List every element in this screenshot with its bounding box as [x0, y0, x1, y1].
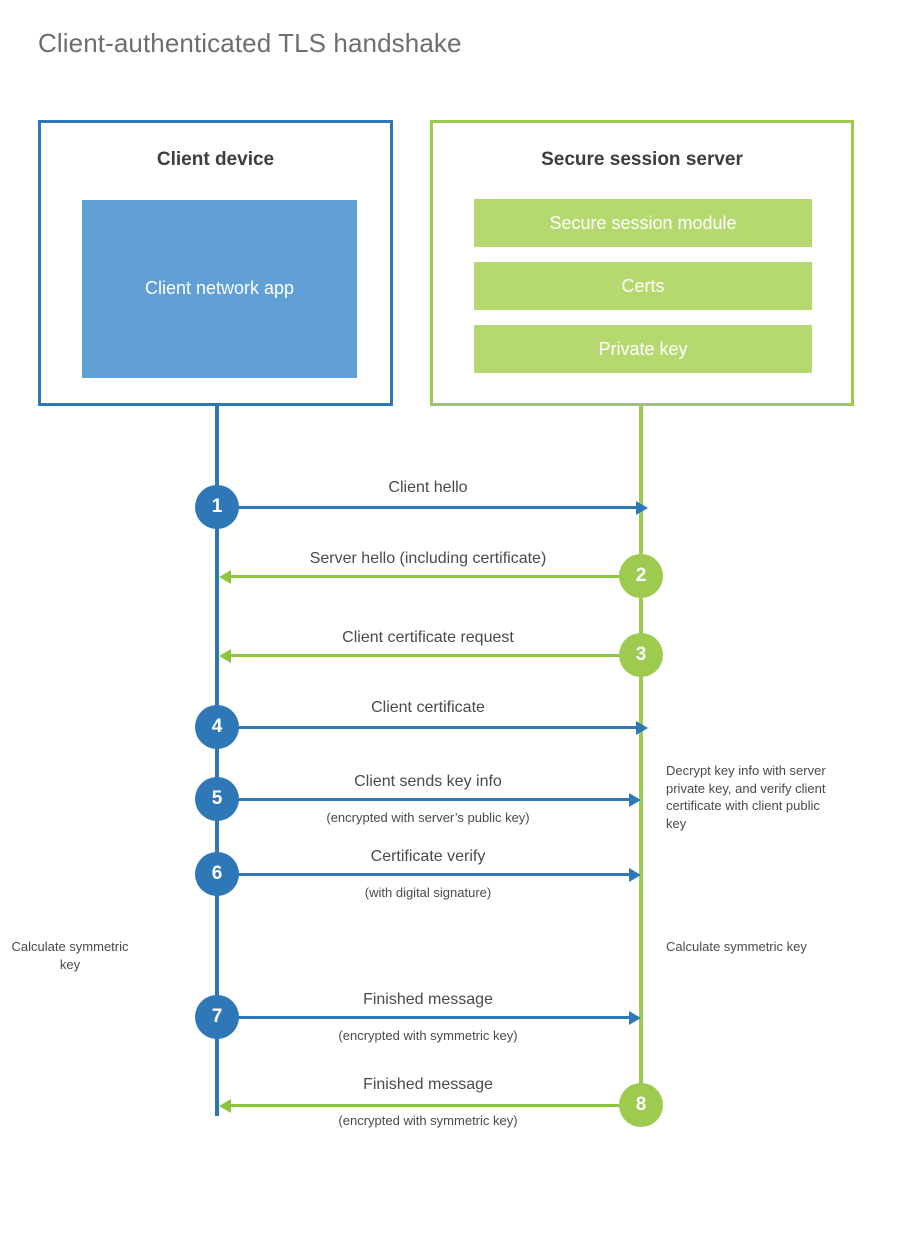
step-8-badge[interactable]: 8	[619, 1083, 663, 1127]
arrowhead-left-icon	[219, 569, 231, 584]
step-7-sublabel: (encrypted with symmetric key)	[338, 1028, 518, 1043]
server-block-private-key: Private key	[474, 325, 812, 373]
step-5-arrow	[217, 792, 641, 807]
step-2-arrow	[219, 569, 641, 584]
step-4-label: Client certificate	[371, 699, 485, 716]
step-3-label: Client certificate request	[342, 629, 514, 646]
arrowhead-left-icon	[219, 648, 231, 663]
arrowhead-right-icon	[636, 500, 648, 515]
step-1-badge[interactable]: 1	[195, 485, 239, 529]
step-5-label: Client sends key info	[354, 773, 502, 790]
step-1-label: Client hello	[388, 479, 468, 496]
step-8-label: Finished message	[363, 1076, 493, 1093]
step-4-arrow	[217, 720, 648, 735]
server-lifeline	[639, 406, 643, 1106]
secure-session-server-panel: Secure session server Secure session mod…	[430, 120, 854, 406]
step-6-arrow	[217, 867, 641, 882]
step-8-arrow	[219, 1098, 641, 1113]
server-decrypt-note: Decrypt key info with server private key…	[666, 763, 826, 831]
step-4-badge[interactable]: 4	[195, 705, 239, 749]
client-device-panel: Client device Client network app	[38, 120, 393, 406]
step-7-label: Finished message	[363, 991, 493, 1008]
server-calculate-symmetric-key-note: Calculate symmetric key	[666, 939, 807, 954]
step-5-badge[interactable]: 5	[195, 777, 239, 821]
step-2-label: Server hello (including certificate)	[309, 550, 547, 567]
page-title: Client-authenticated TLS handshake	[38, 28, 462, 58]
arrowhead-right-icon	[629, 867, 641, 882]
step-5-sublabel: (encrypted with server’s public key)	[326, 810, 530, 825]
server-block-certs: Certs	[474, 262, 812, 310]
step-7-badge[interactable]: 7	[195, 995, 239, 1039]
client-network-app-block: Client network app	[82, 200, 357, 378]
arrowhead-right-icon	[629, 792, 641, 807]
server-block-secure-session-module: Secure session module	[474, 199, 812, 247]
arrowhead-left-icon	[219, 1098, 231, 1113]
step-8-sublabel: (encrypted with symmetric key)	[338, 1113, 518, 1128]
step-3-badge[interactable]: 3	[619, 633, 663, 677]
step-3-arrow	[219, 648, 641, 663]
arrowhead-right-icon	[629, 1010, 641, 1025]
step-6-sublabel: (with digital signature)	[364, 885, 492, 900]
client-lifeline	[215, 406, 219, 1116]
step-7-arrow	[217, 1010, 641, 1025]
secure-session-server-title: Secure session server	[541, 149, 743, 170]
step-6-badge[interactable]: 6	[195, 852, 239, 896]
step-1-arrow	[217, 500, 648, 515]
step-6-label: Certificate verify	[370, 848, 486, 865]
client-device-title: Client device	[156, 149, 275, 170]
client-calculate-symmetric-key-note: Calculate symmetric key	[11, 939, 129, 972]
arrowhead-right-icon	[636, 720, 648, 735]
step-2-badge[interactable]: 2	[619, 554, 663, 598]
